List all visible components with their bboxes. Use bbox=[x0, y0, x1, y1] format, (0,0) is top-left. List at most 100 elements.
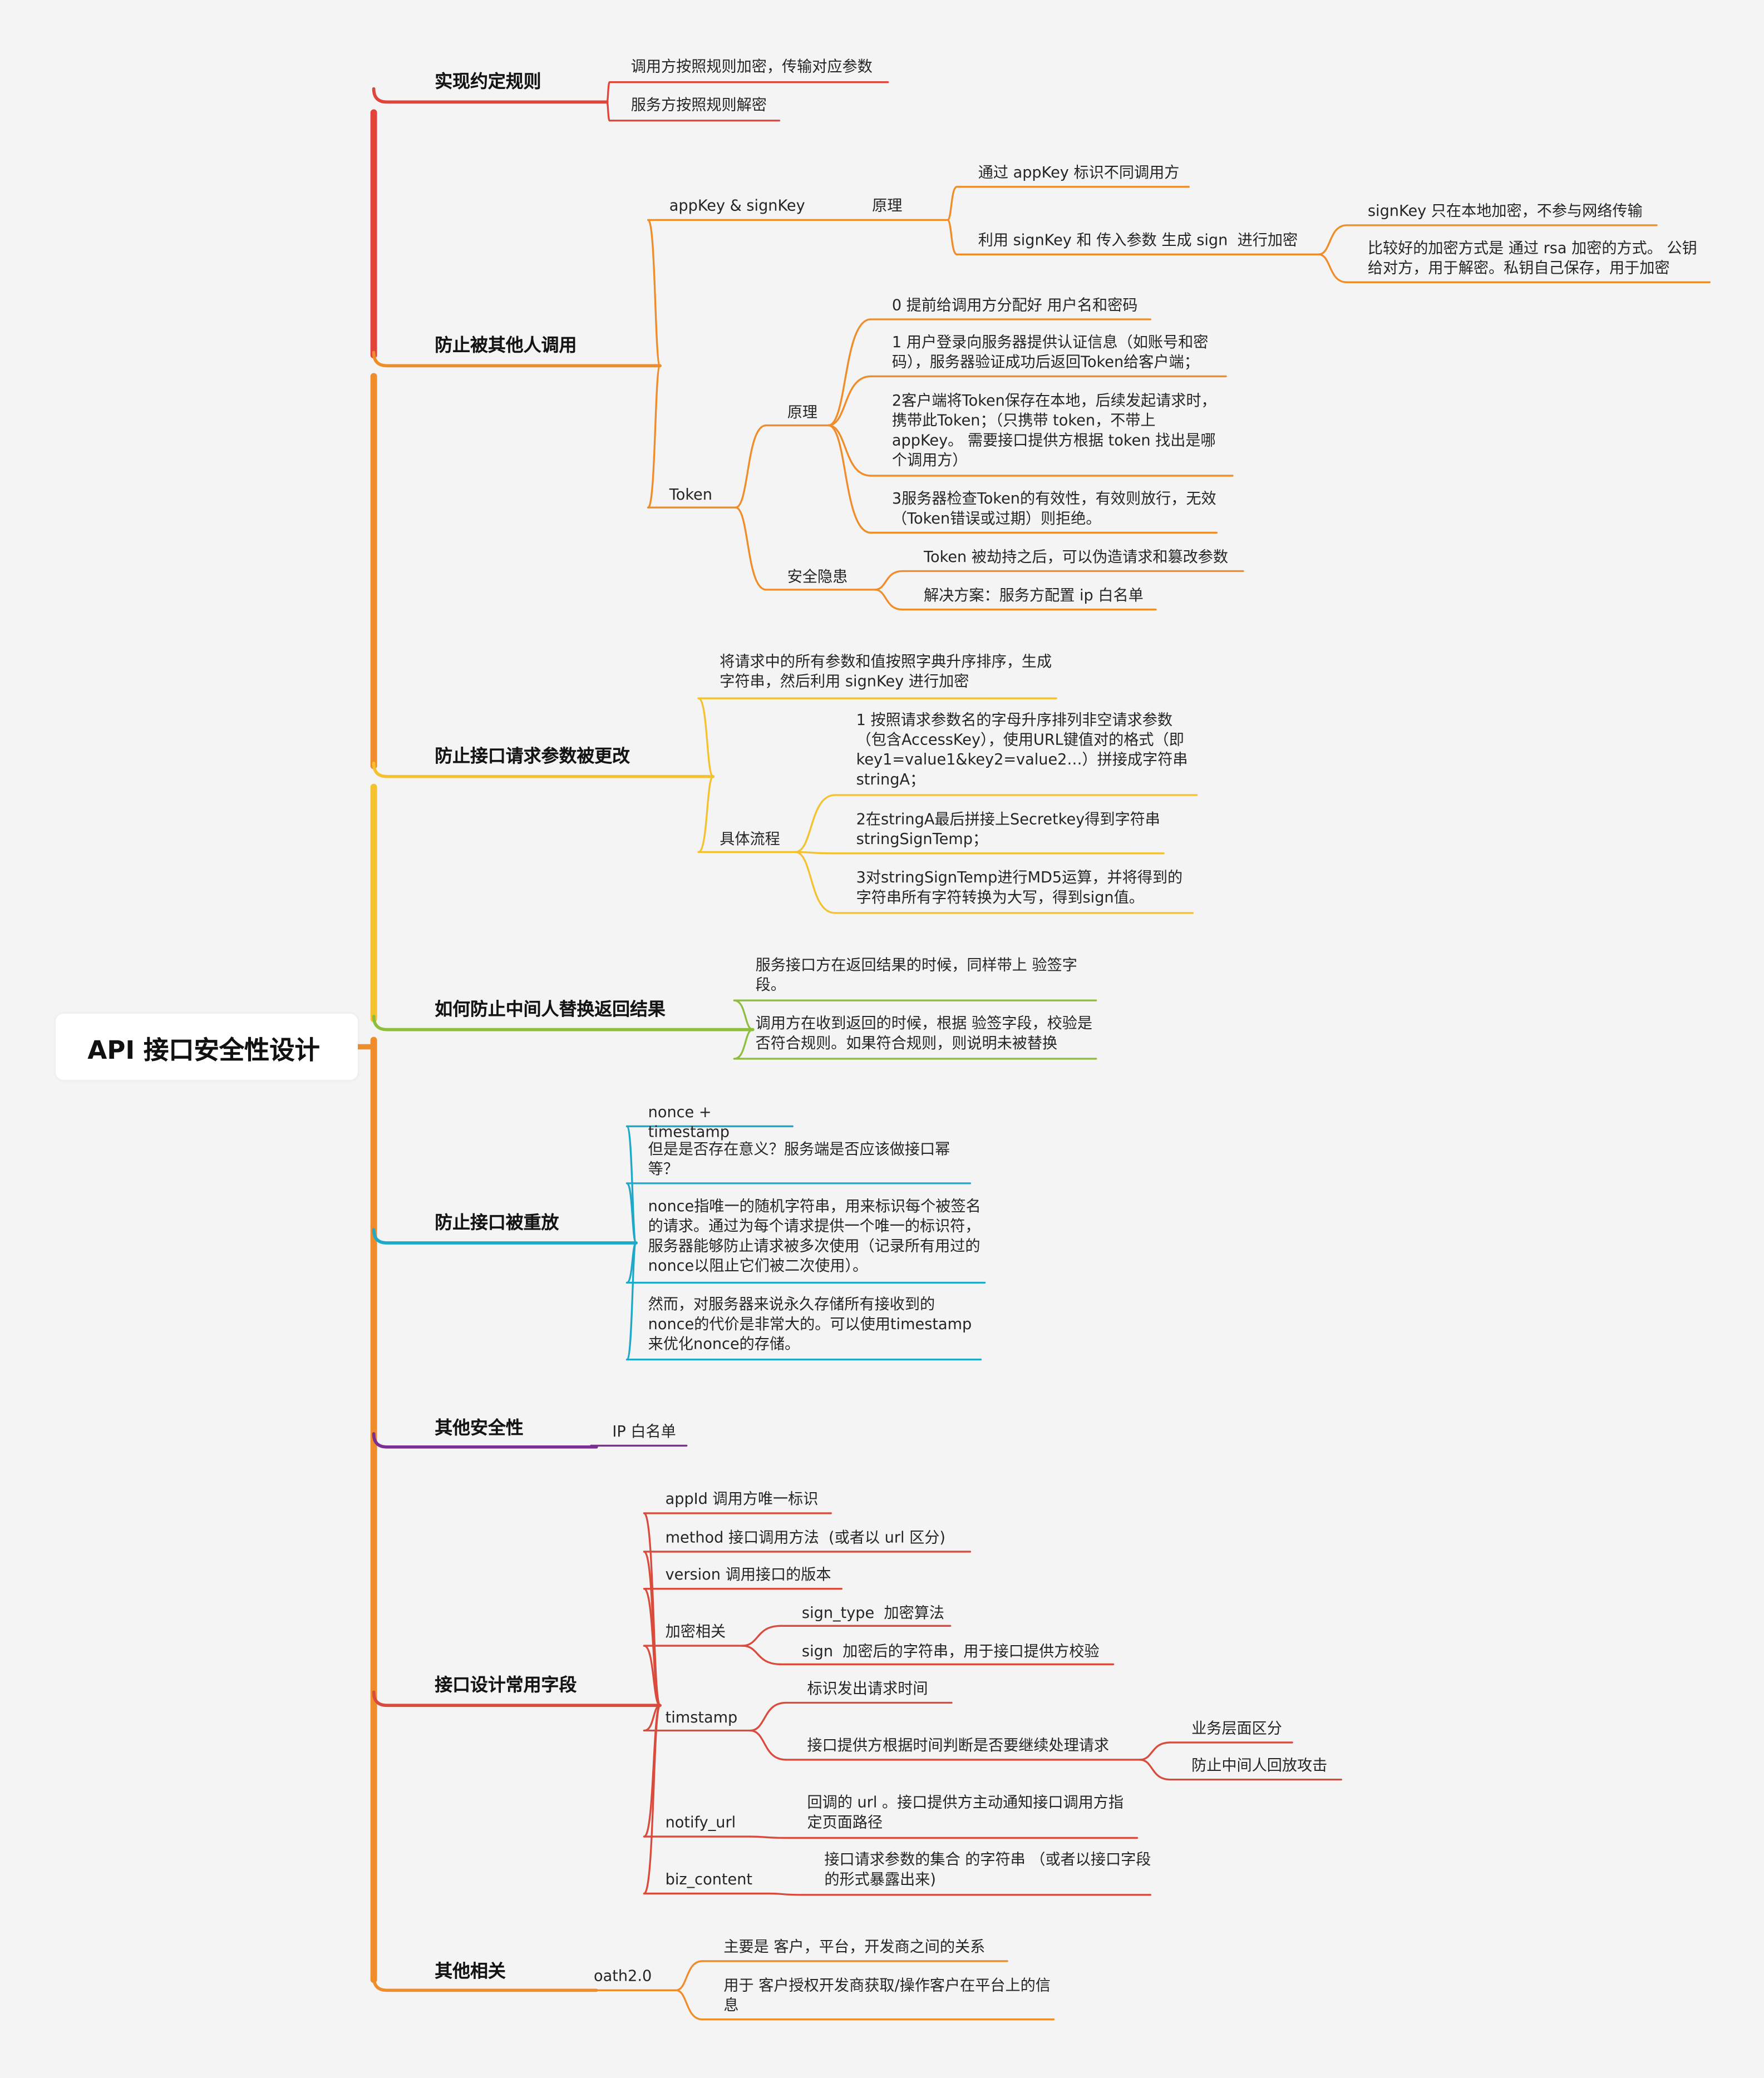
connector-1-1-1 bbox=[735, 506, 767, 591]
connector-1-1-0-3 bbox=[827, 424, 872, 534]
connector-6-6 bbox=[643, 1704, 661, 1895]
node-1-0-0-0[interactable]: 通过 appKey 标识不同调用方 bbox=[978, 162, 1180, 182]
node-7-0-0[interactable]: 主要是 客户，平台，开发商之间的关系 bbox=[723, 1937, 986, 1956]
node-6-1[interactable]: method 接口调用方法 (或者以 url 区分) bbox=[665, 1528, 946, 1547]
connector-2-0 bbox=[697, 697, 715, 778]
node-6-2[interactable]: version 调用接口的版本 bbox=[665, 1564, 831, 1584]
connector-6-3-1 bbox=[741, 1645, 782, 1666]
node-6-6-0[interactable]: 接口请求参数的集合 的字符串 （或者以接口字段的形式暴露出来) bbox=[824, 1849, 1151, 1888]
connector-6-6-0 bbox=[767, 1892, 804, 1896]
connector-1-1-1-0 bbox=[874, 570, 904, 591]
branch-underline-7 bbox=[372, 1975, 598, 1992]
branch-label-4[interactable]: 防止接口被重放 bbox=[435, 1213, 559, 1234]
node-2-1-1[interactable]: 2在stringA最后拼接上Secretkey得到字符串stringSignTe… bbox=[856, 810, 1160, 848]
node-7-0[interactable]: oath2.0 bbox=[594, 1966, 652, 1985]
connector-6-4-0 bbox=[749, 1701, 787, 1732]
connector-7-0-1 bbox=[674, 1989, 703, 2021]
node-0-0[interactable]: 调用方按照规则加密，传输对应参数 bbox=[630, 57, 873, 76]
node-4-0[interactable]: nonce + timestamp bbox=[648, 1102, 730, 1141]
node-4-1[interactable]: 但是是否存在意义？服务端是否应该做接口幂等？ bbox=[648, 1139, 950, 1178]
node-3-0[interactable]: 服务接口方在返回结果的时候，同样带上 验签字段。 bbox=[755, 955, 1077, 994]
connector-6-4-1-0 bbox=[1139, 1741, 1171, 1761]
node-6-3-0[interactable]: sign_type 加密算法 bbox=[801, 1603, 944, 1622]
branch-label-0[interactable]: 实现约定规则 bbox=[435, 72, 541, 93]
node-6-4-1[interactable]: 接口提供方根据时间判断是否要继续处理请求 bbox=[807, 1736, 1110, 1755]
connector-1-1-0-1 bbox=[827, 375, 872, 427]
connector-1-1-0-2 bbox=[827, 424, 872, 477]
node-1-1-1[interactable]: 安全隐患 bbox=[787, 567, 848, 586]
node-4-3[interactable]: 然而，对服务器来说永久存储所有接收到的nonce的代价是非常大的。可以使用tim… bbox=[648, 1294, 972, 1353]
branch-label-7[interactable]: 其他相关 bbox=[435, 1962, 506, 1983]
node-6-3[interactable]: 加密相关 bbox=[665, 1622, 726, 1641]
node-5-0[interactable]: IP 白名单 bbox=[612, 1421, 676, 1440]
connector-7-0-0 bbox=[674, 1960, 703, 1991]
node-2-1-0[interactable]: 1 按照请求参数名的字母升序排列非空请求参数（包含AccessKey），使用UR… bbox=[856, 710, 1188, 789]
node-1-1-0[interactable]: 原理 bbox=[787, 403, 818, 422]
node-6-4-1-0[interactable]: 业务层面区分 bbox=[1191, 1719, 1282, 1738]
connector-1-0-0-0 bbox=[947, 186, 958, 221]
connector-1-1-1-1 bbox=[874, 589, 904, 611]
node-2-0[interactable]: 将请求中的所有参数和值按照字典升序排序，生成字符串，然后利用 signKey 进… bbox=[720, 651, 1052, 690]
branch-label-1[interactable]: 防止被其他人调用 bbox=[435, 336, 577, 357]
node-1-1-0-1[interactable]: 1 用户登录向服务器提供认证信息（如账号和密码），服务器验证成功后返回Token… bbox=[891, 332, 1209, 371]
connector-1-0 bbox=[647, 219, 661, 367]
connector-2-1-0 bbox=[794, 794, 836, 853]
connector-2-1 bbox=[697, 776, 715, 853]
connector-1-0-0-1-0 bbox=[1318, 224, 1348, 255]
node-6-4-1-1[interactable]: 防止中间人回放攻击 bbox=[1191, 1755, 1328, 1775]
node-1-0-0-1-1[interactable]: 比较好的加密方式是 通过 rsa 加密的方式。 公钥给对方，用于解密。私钥自己保… bbox=[1367, 238, 1697, 277]
root-topic[interactable]: API 接口安全性设计 bbox=[87, 1036, 320, 1065]
node-0-1[interactable]: 服务方按照规则解密 bbox=[630, 95, 767, 114]
node-1-0-0[interactable]: 原理 bbox=[872, 196, 903, 215]
node-6-4-0[interactable]: 标识发出请求时间 bbox=[807, 1679, 928, 1697]
node-6-4[interactable]: timstamp bbox=[665, 1708, 738, 1727]
node-6-5[interactable]: notify_url bbox=[665, 1813, 736, 1832]
node-6-0[interactable]: appId 调用方唯一标识 bbox=[665, 1489, 819, 1508]
connector-4-1 bbox=[625, 1182, 637, 1244]
branch-label-2[interactable]: 防止接口请求参数被更改 bbox=[435, 747, 630, 768]
node-6-6[interactable]: biz_content bbox=[665, 1869, 753, 1888]
branch-underline-1 bbox=[372, 351, 662, 368]
connector-1-0-0-1-1 bbox=[1318, 253, 1348, 283]
node-1-1-1-1[interactable]: 解决方案：服务方配置 ip 白名单 bbox=[924, 585, 1144, 605]
node-2-1[interactable]: 具体流程 bbox=[720, 829, 780, 848]
node-6-5-0[interactable]: 回调的 url 。接口提供方主动通知接口调用方指定页面路径 bbox=[807, 1793, 1124, 1832]
branch-label-5[interactable]: 其他安全性 bbox=[435, 1419, 524, 1439]
node-1-0-0-1[interactable]: 利用 signKey 和 传入参数 生成 sign 进行加密 bbox=[978, 230, 1298, 249]
connector-4-3 bbox=[625, 1242, 637, 1361]
node-1-1[interactable]: Token bbox=[669, 485, 712, 504]
node-1-1-0-0[interactable]: 0 提前给调用方分配好 用户名和密码 bbox=[891, 295, 1138, 314]
node-6-3-1[interactable]: sign 加密后的字符串，用于接口提供方校验 bbox=[801, 1641, 1100, 1661]
node-1-1-0-3[interactable]: 3服务器检查Token的有效性，有效则放行，无效（Token错误或过期）则拒绝。 bbox=[891, 488, 1216, 527]
branch-label-6[interactable]: 接口设计常用字段 bbox=[435, 1676, 577, 1696]
branch-label-3[interactable]: 如何防止中间人替换返回结果 bbox=[435, 1000, 666, 1020]
connector-6-4-1-1 bbox=[1139, 1759, 1171, 1781]
branch-underline-6 bbox=[372, 1690, 662, 1707]
branch-underline-0 bbox=[372, 87, 609, 104]
connector-2-1-2 bbox=[794, 851, 836, 914]
connector-1-1-0-0 bbox=[827, 318, 872, 427]
node-1-1-0-2[interactable]: 2客户端将Token保存在本地，后续发起请求时，携带此Token；（只携带 to… bbox=[891, 391, 1216, 470]
connector-1-1 bbox=[647, 364, 661, 509]
connector-6-5-0 bbox=[749, 1835, 787, 1839]
connector-2-1-1 bbox=[794, 851, 836, 855]
node-3-1[interactable]: 调用方在收到返回的时候，根据 验签字段，校验是否符合规则。如果符合规则，则说明未… bbox=[755, 1014, 1093, 1053]
root-node-box[interactable] bbox=[56, 1014, 358, 1080]
branch-underline-3 bbox=[372, 1014, 755, 1031]
node-2-1-2[interactable]: 3对stringSignTemp进行MD5运算，并将得到的字符串所有字符转换为大… bbox=[856, 868, 1183, 907]
node-1-0-0-1-0[interactable]: signKey 只在本地加密，不参与网络传输 bbox=[1367, 201, 1643, 220]
node-1-0[interactable]: appKey & signKey bbox=[669, 196, 805, 215]
connector-6-4-1 bbox=[749, 1729, 787, 1761]
branch-underline-5 bbox=[372, 1432, 598, 1449]
node-1-1-1-0[interactable]: Token 被劫持之后，可以伪造请求和篡改参数 bbox=[924, 547, 1229, 566]
connector-6-3-0 bbox=[741, 1625, 782, 1647]
connector-1-0-0-1 bbox=[947, 219, 958, 255]
connector-6-3 bbox=[643, 1645, 661, 1706]
branch-underline-2 bbox=[372, 762, 715, 778]
node-7-0-1[interactable]: 用于 客户授权开发商获取/操作客户在平台上的信息 bbox=[723, 1976, 1051, 2015]
node-4-2[interactable]: nonce指唯一的随机字符串，用来标识每个被签名的请求。通过为每个请求提供一个唯… bbox=[648, 1196, 981, 1275]
connector-1-1-0 bbox=[735, 424, 767, 509]
